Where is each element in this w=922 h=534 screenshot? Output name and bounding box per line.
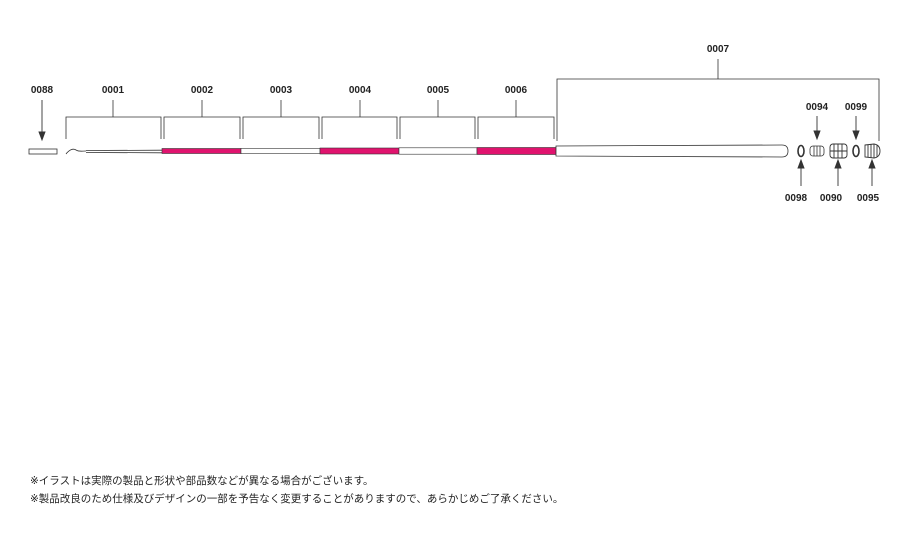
note-specification-change: ※製品改良のため仕様及びデザインの一部を予告なく変更することがありますので、あら… <box>30 493 564 505</box>
part-0003-section <box>240 148 321 155</box>
disclaimer-notes: ※イラストは実際の製品と形状や部品数などが異なる場合がございます。 ※製品改良の… <box>30 472 563 508</box>
part-0006-section <box>476 147 557 155</box>
label-0094: 0094 <box>806 102 829 113</box>
part-0005-section <box>398 147 478 155</box>
label-0002: 0002 <box>191 85 214 96</box>
label-0001: 0001 <box>102 85 125 96</box>
label-0090: 0090 <box>820 193 843 204</box>
label-0007: 0007 <box>707 44 730 55</box>
label-0004: 0004 <box>349 85 372 96</box>
part-0094-cushion <box>809 145 825 157</box>
part-0001-tip-section <box>65 148 163 155</box>
part-0090-butt-cap <box>829 143 848 159</box>
part-0088-tip-cap <box>28 148 58 155</box>
brackets <box>65 59 880 141</box>
part-0002-section <box>161 148 242 154</box>
label-0095: 0095 <box>857 193 880 204</box>
label-0088: 0088 <box>31 85 54 96</box>
label-0003: 0003 <box>270 85 293 96</box>
note-illustration: ※イラストは実際の製品と形状や部品数などが異なる場合がございます。 <box>30 475 374 487</box>
label-0098: 0098 <box>785 193 808 204</box>
part-0095-end-cap <box>864 143 881 159</box>
part-0099-o-ring <box>852 144 860 158</box>
label-0099: 0099 <box>845 102 868 113</box>
part-0007-butt-section <box>555 144 789 158</box>
part-0004-section <box>319 147 400 155</box>
part-0098-o-ring <box>797 144 805 158</box>
arrows <box>38 100 876 186</box>
label-0005: 0005 <box>427 85 450 96</box>
label-0006: 0006 <box>505 85 528 96</box>
